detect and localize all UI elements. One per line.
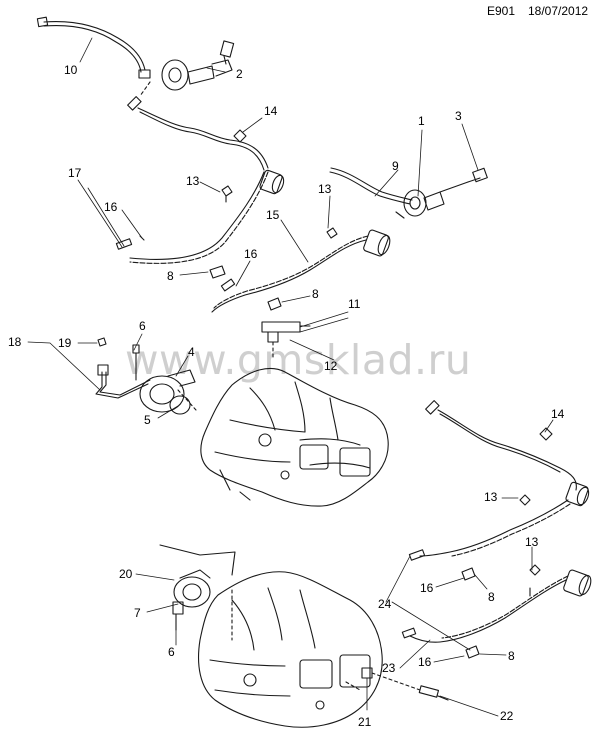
callout-17: 17 [68,166,82,180]
callout-23: 23 [382,661,396,675]
transmission-housing-upper [200,367,389,507]
callout-18: 18 [8,335,22,349]
callout-4: 4 [188,345,195,359]
callout-9: 9 [392,159,399,173]
fittings-21-22 [361,587,531,701]
callout-20: 20 [119,567,133,581]
callout-6: 6 [139,319,146,333]
callout-2: 2 [236,67,243,81]
cable-assembly-top-right [329,167,488,219]
clip-8-left [209,265,226,279]
callout-13: 13 [525,535,539,549]
callout-11: 11 [348,297,361,311]
callout-13: 13 [186,174,200,188]
callout-8: 8 [508,649,515,663]
callout-14: 14 [264,104,278,118]
cable-assembly-top-left [36,16,235,97]
callout-16: 16 [420,581,434,595]
callout-16: 16 [244,247,258,261]
callout-13: 13 [484,490,498,504]
transmission-housing-lower [198,571,383,728]
leader-lines [27,37,554,717]
callout-12: 12 [324,359,338,373]
hydraulic-pipe-middle [211,227,391,313]
callout-24: 24 [378,597,392,611]
callout-15: 15 [266,208,280,222]
callout-13: 13 [318,182,332,196]
clip-8-middle [267,297,282,311]
callout-14: 14 [551,407,565,421]
callout-8: 8 [312,287,319,301]
diagram-header-date: 18/07/2012 [528,4,589,18]
callout-5: 5 [144,413,151,427]
slave-cylinder-lower [159,544,236,641]
callout-8: 8 [488,590,495,604]
callout-16: 16 [418,655,432,669]
callout-6: 6 [168,645,175,659]
callout-8: 8 [167,269,174,283]
pipe-18-slave-cylinder [95,337,197,415]
clip-13-upper-left [221,185,233,203]
hydraulic-pipe-top [115,96,285,264]
callout-22: 22 [500,709,514,723]
callout-21: 21 [358,715,372,729]
callout-16: 16 [104,200,118,214]
callout-19: 19 [58,336,72,350]
pipe-connector-11 [261,321,311,361]
callout-3: 3 [455,109,462,123]
callout-7: 7 [134,606,141,620]
diagram-header-code: E901 [487,4,516,18]
callout-labels: 10 2 14 1 3 9 17 13 16 13 15 16 8 8 11 6… [8,63,565,729]
hydraulic-pipe-right [408,400,590,561]
hydraulic-pipe-lower-right [401,564,592,659]
callout-1: 1 [418,114,425,128]
callout-10: 10 [64,63,78,77]
